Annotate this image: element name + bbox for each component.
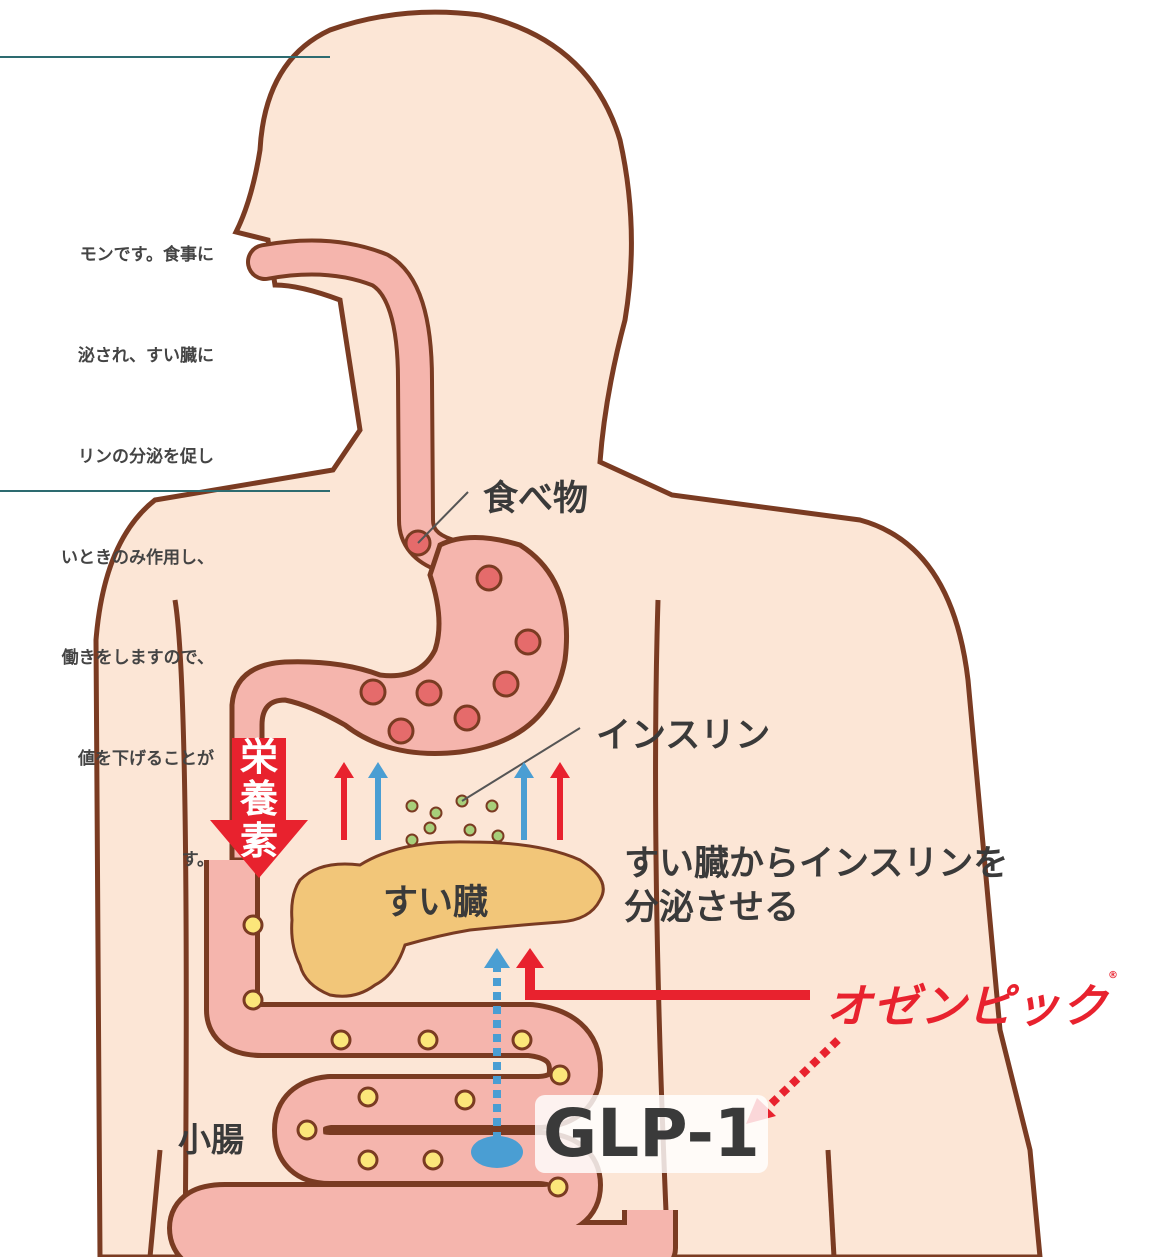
info-line: す。: [0, 844, 214, 878]
info-line: 泌され、すい臓に: [0, 340, 214, 374]
small-intestine-label: 小腸: [178, 1113, 244, 1161]
nutrients-char: 養: [232, 778, 286, 820]
brand-name: オゼンピック: [826, 979, 1108, 1033]
secretion-line-1: すい臓からインスリンを: [624, 842, 1008, 886]
secretion-line-2: 分泌させる: [624, 886, 1008, 930]
secretion-label: すい臓からインスリンを 分泌させる: [624, 842, 1008, 930]
glp1-label: GLP-1: [535, 1095, 768, 1173]
food-label: 食べ物: [483, 470, 588, 521]
info-line: 働きをしますので、: [0, 642, 214, 676]
info-line: リンの分泌を促し: [0, 441, 214, 475]
nutrients-char: 素: [232, 820, 286, 862]
info-line: モンです。食事に: [0, 239, 214, 273]
info-line: いときのみ作用し、: [0, 542, 214, 576]
registered-mark: ®: [1108, 970, 1119, 981]
info-line: 値を下げることが: [0, 743, 214, 777]
nutrients-label: 栄 養 素: [232, 736, 286, 862]
nutrients-char: 栄: [232, 736, 286, 778]
glp1-source: [471, 1136, 523, 1168]
info-text: モンです。食事に 泌され、すい臓に リンの分泌を促し いときのみ作用し、 働きを…: [0, 172, 214, 911]
brand-logo: オゼンピック®: [826, 970, 1119, 1036]
pancreas-label: すい臓: [383, 874, 488, 925]
insulin-label: インスリン: [596, 707, 770, 758]
